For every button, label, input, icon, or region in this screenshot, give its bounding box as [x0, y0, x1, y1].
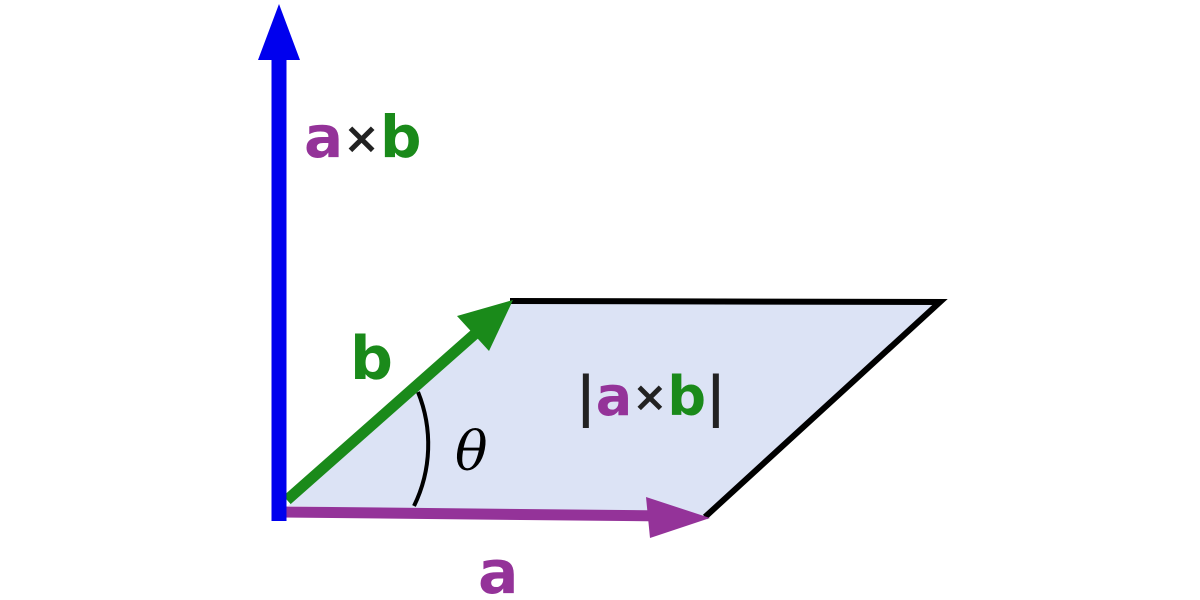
cross-product-label-b: b: [380, 103, 422, 171]
cross-product-label-operator: ×: [343, 113, 380, 164]
vector-a-label: a: [478, 538, 519, 600]
cross-product-arrow: [258, 4, 300, 521]
vector-b-arrowhead: [457, 300, 513, 351]
vector-a-arrow: [281, 497, 710, 538]
vector-b-shaft: [283, 320, 489, 505]
magnitude-bar-left: |: [576, 365, 596, 428]
magnitude-label-operator: ×: [632, 372, 667, 421]
cross-product-arrowhead: [258, 4, 300, 60]
cross-product-label-a: a: [304, 103, 343, 171]
magnitude-label: |a×b|: [576, 365, 726, 428]
angle-arc: [412, 391, 431, 507]
vector-a-arrowhead: [646, 497, 710, 538]
magnitude-label-a: a: [596, 365, 632, 428]
parallelogram: [288, 301, 940, 517]
magnitude-bar-right: |: [706, 365, 726, 428]
parallelogram-outline: [509, 298, 948, 520]
magnitude-label-b: b: [667, 365, 706, 428]
vector-b-label: b: [350, 324, 393, 394]
vector-b-arrow: [283, 300, 513, 505]
vector-a-shaft: [281, 506, 671, 522]
angle-label: θ: [455, 420, 488, 483]
cross-product-label: a×b: [304, 103, 422, 171]
